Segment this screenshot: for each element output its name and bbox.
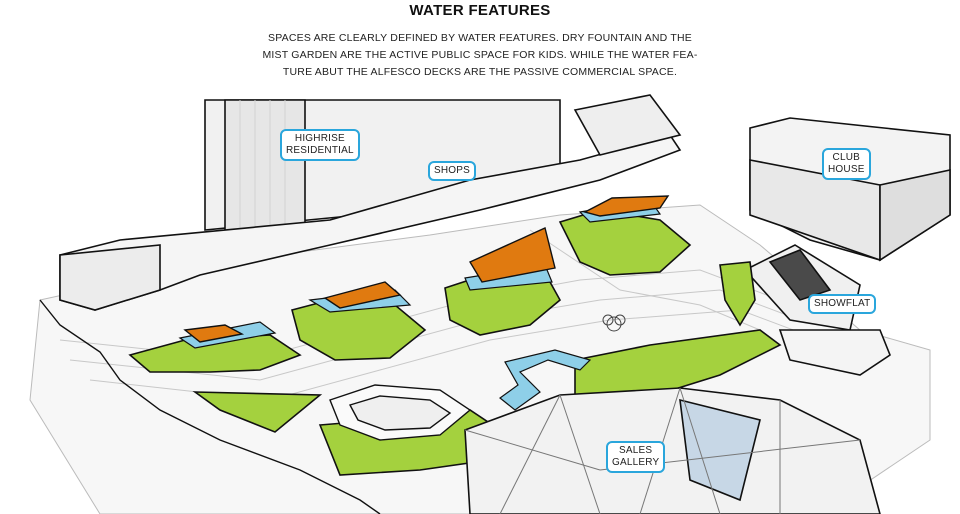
highrise-label-line: HIGHRISE [294,133,345,144]
page-title: WATER FEATURES [409,2,551,19]
clubhouse-label-line: CLUB [832,152,861,163]
site-edge [39,299,381,514]
clubhouse-label: CLUB HOUSE [822,148,871,180]
lawn-right-strip [719,261,756,327]
water-snake [499,349,592,411]
sales-gallery-label: SALES GALLERY [606,441,666,473]
showflat-label: SHOWFLAT [808,294,877,314]
highrise-residential-label: HIGHRISE RESIDENTIAL [280,129,360,161]
shops-building [59,94,682,311]
showflat-building [743,244,891,376]
deck-top [583,195,670,217]
description-line: TURE ABUT THE ALFESCO DECKS ARE THE PASS… [282,66,678,78]
shops-label: SHOPS [428,161,477,181]
lawn-bottom-left [192,391,323,433]
description: SPACES ARE CLEARLY DEFINED BY WATER FEAT… [240,30,720,81]
clubhouse-label-line: HOUSE [828,164,865,175]
tree-icon [602,314,626,332]
alfresco-decks [183,195,670,343]
sales-gallery-building [464,387,881,514]
deck-middle [323,281,402,309]
sales-gallery-label-line: SALES [619,445,653,456]
highrise-label-line: RESIDENTIAL [286,145,354,156]
description-line: MIST GARDEN ARE THE ACTIVE PUBLIC SPACE … [262,49,698,61]
description-line: SPACES ARE CLEARLY DEFINED BY WATER FEAT… [268,32,692,44]
sales-gallery-label-line: GALLERY [612,457,660,468]
deck-center [468,227,556,283]
deck-left [183,324,245,343]
clubhouse-building [749,117,951,262]
mist-garden [329,384,472,441]
